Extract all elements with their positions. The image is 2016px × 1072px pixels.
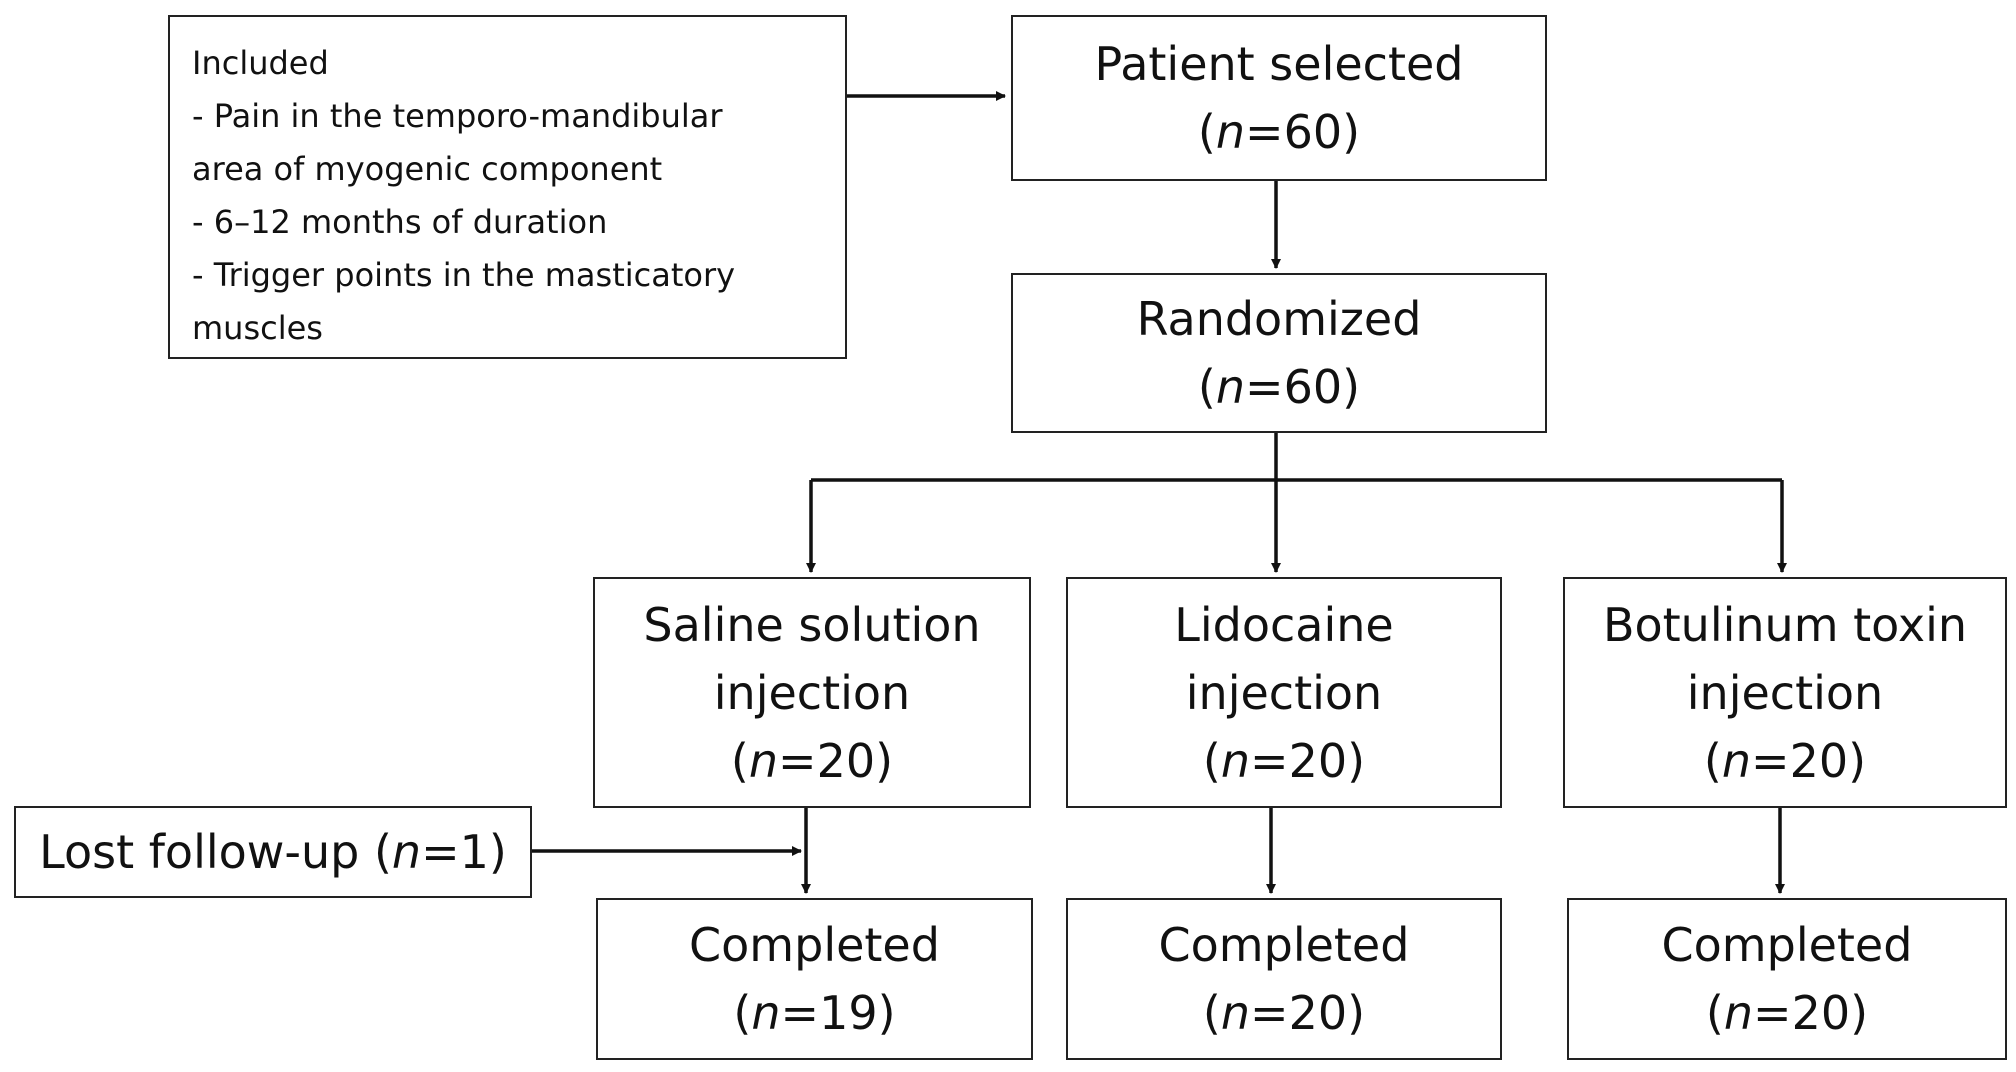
completed-count: (n=20): [1202, 986, 1366, 1040]
completed-count: (n=20): [1705, 986, 1869, 1040]
inclusion-item: area of myogenic component: [192, 150, 663, 188]
randomized-count: (n=60): [1197, 360, 1361, 414]
arm-count: (n=20): [1703, 733, 1867, 788]
patient-selected-box: Patient selected (n=60): [1011, 15, 1547, 181]
botulinum-arm-box: Botulinum toxin injection (n=20): [1563, 577, 2007, 808]
inclusion-item: - Pain in the temporo-mandibular: [192, 97, 723, 135]
lost-followup-box: Lost follow-up (n=1): [14, 806, 532, 898]
completed-lidocaine-box: Completed (n=20): [1066, 898, 1502, 1060]
inclusion-item: - Trigger points in the masticatory: [192, 256, 736, 294]
inclusion-item: muscles: [192, 309, 323, 347]
completed-label: Completed: [689, 918, 940, 972]
lidocaine-arm-box: Lidocaine injection (n=20): [1066, 577, 1502, 808]
patient-selected-count: (n=60): [1197, 105, 1361, 159]
patient-selected-label: Patient selected: [1094, 37, 1464, 91]
completed-count: (n=19): [733, 986, 896, 1040]
arm-label-line2: injection: [1185, 665, 1383, 720]
arm-count: (n=20): [730, 733, 894, 788]
randomized-box: Randomized (n=60): [1011, 273, 1547, 433]
arm-label-line1: Saline solution: [643, 597, 981, 652]
arm-label-line1: Botulinum toxin: [1602, 597, 1968, 652]
lost-followup-text: Lost follow-up (n=1): [39, 825, 507, 879]
completed-botulinum-box: Completed (n=20): [1567, 898, 2007, 1060]
inclusion-title: Included: [192, 44, 329, 82]
completed-saline-box: Completed (n=19): [596, 898, 1033, 1060]
arm-label-line2: injection: [1686, 665, 1884, 720]
completed-label: Completed: [1158, 918, 1410, 972]
completed-label: Completed: [1661, 918, 1913, 972]
saline-arm-box: Saline solution injection (n=20): [593, 577, 1031, 808]
arm-label-line1: Lidocaine: [1174, 597, 1394, 652]
arm-count: (n=20): [1202, 733, 1366, 788]
inclusion-criteria-box: Included - Pain in the temporo-mandibula…: [168, 15, 847, 359]
inclusion-item: - 6–12 months of duration: [192, 203, 608, 241]
arm-label-line2: injection: [713, 665, 911, 720]
randomized-label: Randomized: [1136, 292, 1422, 346]
